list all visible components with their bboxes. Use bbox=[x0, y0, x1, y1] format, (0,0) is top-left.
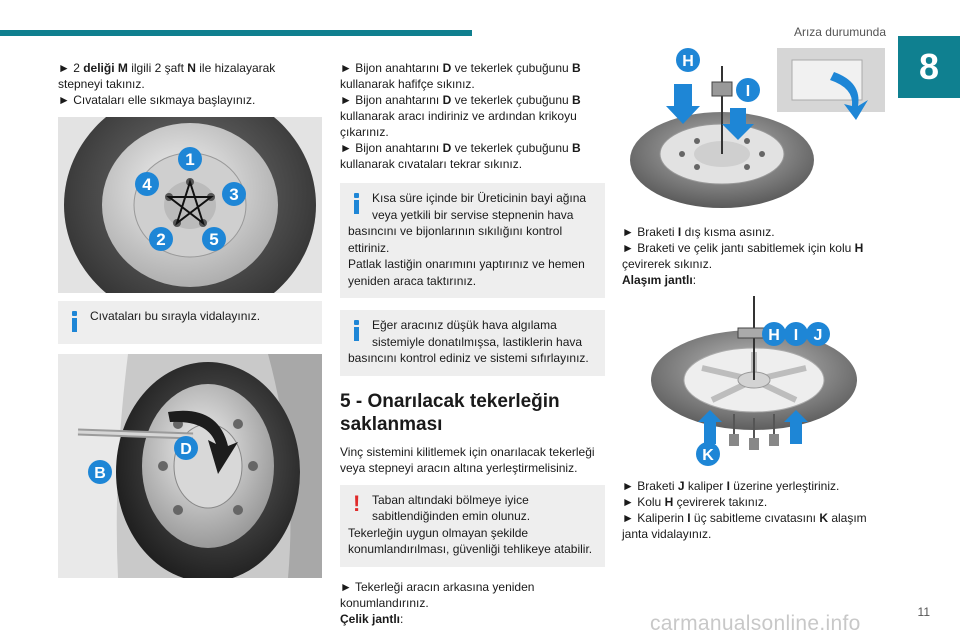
step-align-holes: ► 2 deliği M ilgili 2 şaft N ile hizalay… bbox=[58, 61, 276, 91]
label-J: J bbox=[814, 327, 823, 344]
step-tighten-lever: ► Braketi ve çelik jantı sabitlemek için… bbox=[622, 241, 864, 271]
info-note-bolt-order: Cıvataları bu sırayla vidalayınız. bbox=[58, 301, 322, 344]
bolt-label-3: 3 bbox=[229, 185, 238, 204]
warning-icon: ! bbox=[353, 490, 361, 516]
step-tighten-lightly: ► Bijon anahtarını D ve tekerlek çubuğun… bbox=[340, 61, 581, 91]
step-hang-bracket: ► Braketi I dış kısma asınız. bbox=[622, 225, 775, 239]
step-retighten: ► Bijon anahtarını D ve tekerlek çubuğun… bbox=[340, 141, 581, 171]
steel-rim-figure: H I bbox=[622, 48, 888, 214]
column-2: ► Bijon anahtarını D ve tekerlek çubuğun… bbox=[340, 60, 605, 627]
bolt-order-figure: 1 2 3 4 5 bbox=[58, 117, 322, 293]
label-H: H bbox=[682, 53, 694, 70]
header-accent-bar bbox=[0, 30, 472, 36]
step-lower-vehicle: ► Bijon anahtarını D ve tekerlek çubuğun… bbox=[340, 93, 581, 139]
steel-rim-label: Çelik jantlı: bbox=[340, 611, 404, 626]
chapter-badge: 8 bbox=[898, 36, 960, 98]
storage-paragraph: Vinç sistemini kilitlemek için onarılaca… bbox=[340, 444, 595, 475]
watermark: carmanualsonline.info bbox=[650, 612, 861, 635]
info-icon bbox=[354, 320, 360, 341]
wrench-figure: B D bbox=[58, 354, 322, 578]
step-reposition: ► Tekerleği aracın arkasına yeniden konu… bbox=[340, 579, 535, 610]
bolt-label-5: 5 bbox=[209, 230, 218, 249]
info-icon bbox=[72, 311, 78, 332]
info-note-dealer: Kısa süre içinde bir Üreticinin bayi ağı… bbox=[340, 183, 605, 298]
label-I: I bbox=[794, 327, 798, 344]
step-start-bolts: ► Cıvataları elle sıkmaya başlayınız. bbox=[58, 93, 256, 107]
bolt-label-4: 4 bbox=[142, 175, 152, 194]
bolt-label-1: 1 bbox=[185, 150, 194, 169]
label-D: D bbox=[180, 441, 192, 458]
alloy-rim-figure: H I J K bbox=[622, 294, 888, 472]
info-icon bbox=[354, 193, 360, 214]
label-K: K bbox=[702, 447, 714, 464]
info-note-pressure: Eğer aracınız düşük hava algılama sistem… bbox=[340, 310, 605, 376]
step-screw-bolts: ► Kaliperin I üç sabitleme cıvatasını K … bbox=[622, 511, 867, 541]
column-3: H I ► Braketi I dış kısma asınız. ► Brak… bbox=[622, 48, 888, 542]
label-I: I bbox=[746, 83, 750, 100]
warning-note: ! Taban altındaki bölmeye iyice sabitlen… bbox=[340, 484, 605, 567]
step-place-bracket: ► Braketi J kaliper I üzerine yerleştiri… bbox=[622, 479, 840, 493]
step-fit-lever: ► Kolu H çevirerek takınız. bbox=[622, 495, 768, 509]
section-heading: 5 - Onarılacak tekerleğin saklanması bbox=[340, 390, 560, 435]
label-H: H bbox=[768, 327, 780, 344]
bolt-label-2: 2 bbox=[156, 230, 165, 249]
column-1: ► 2 deliği M ilgili 2 şaft N ile hizalay… bbox=[58, 60, 322, 578]
page-number: 11 bbox=[917, 605, 930, 619]
section-title: Arıza durumunda bbox=[793, 25, 886, 39]
alloy-rim-label: Alaşım jantlı: bbox=[622, 273, 697, 287]
label-B: B bbox=[94, 465, 106, 482]
